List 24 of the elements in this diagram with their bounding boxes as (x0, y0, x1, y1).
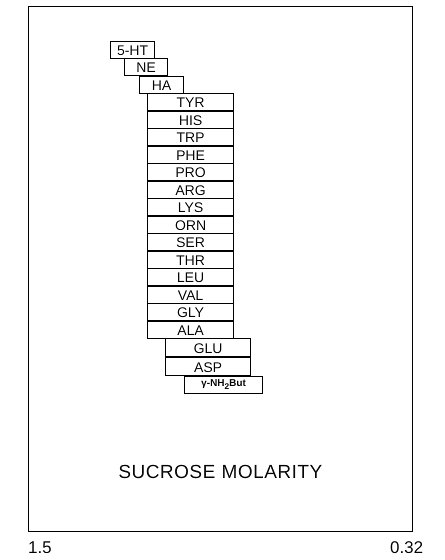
range-bar: ORN (147, 216, 234, 234)
range-bar: THR (147, 250, 234, 268)
range-bar: TYR (147, 93, 234, 111)
range-bar: 5-HT (110, 41, 155, 59)
range-bar: LYS (147, 198, 234, 216)
range-bar: ARG (147, 180, 234, 198)
range-bar: HA (139, 76, 184, 94)
range-bar: SER (147, 233, 234, 251)
scale-value: 1.5 (28, 538, 52, 558)
frame (28, 6, 413, 532)
range-bar: HIS (147, 110, 234, 128)
scale-value: 0.32 (390, 538, 424, 558)
range-bar: GLU (165, 338, 251, 357)
range-bar: GLY (147, 303, 234, 321)
range-bar: PHE (147, 146, 234, 164)
range-bar: NE (124, 58, 168, 76)
range-bar: LEU (147, 268, 234, 286)
range-bar: γ-NH$_{2}$But (184, 376, 263, 394)
range-bar: ALA (147, 320, 234, 338)
axis-title: SUCROSE MOLARITY (118, 463, 323, 482)
range-bar: TRP (147, 128, 234, 146)
range-bar: ASP (165, 357, 251, 376)
range-bar: PRO (147, 163, 234, 181)
range-bar: VAL (147, 286, 234, 304)
